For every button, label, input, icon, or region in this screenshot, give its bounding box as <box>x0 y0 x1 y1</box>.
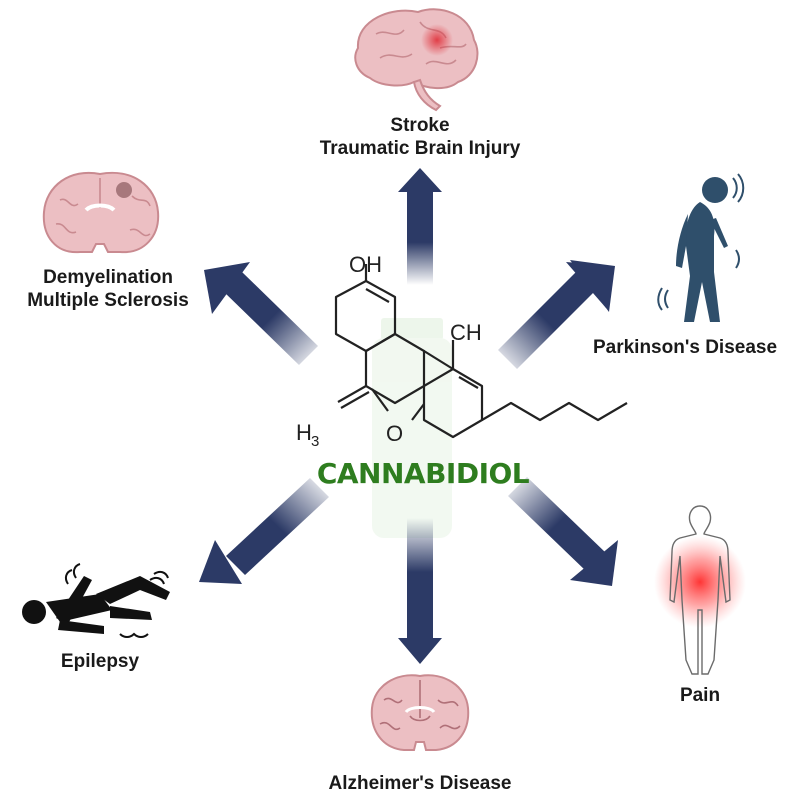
label-pain-line1: Pain <box>679 685 721 706</box>
label-demyelination-line1: Demyelination <box>43 267 173 288</box>
arrow-up-left <box>204 262 318 365</box>
label-demyelination: Demyelination Multiple Sclerosis <box>8 266 208 312</box>
label-parkinsons: Parkinson's Disease <box>580 336 790 359</box>
stooped-person-icon <box>657 173 745 322</box>
label-alzheimers: Alzheimer's Disease <box>320 772 520 795</box>
brain-coronal-lesion-icon <box>42 171 160 254</box>
arrow-down <box>398 518 442 664</box>
body-pain-icon <box>654 505 746 675</box>
label-stroke: Stroke Traumatic Brain Injury <box>300 114 540 160</box>
svg-text:O: O <box>386 421 403 446</box>
svg-text:CH: CH <box>450 320 482 345</box>
seizure-person-icon <box>22 563 170 638</box>
label-pain: Pain <box>660 684 740 707</box>
label-demyelination-line2: Multiple Sclerosis <box>27 290 189 311</box>
molecule-labels: OH CH O H 3 <box>296 252 482 450</box>
arrow-up <box>398 168 442 285</box>
label-stroke-line2: Traumatic Brain Injury <box>319 138 521 159</box>
svg-text:3: 3 <box>311 433 319 450</box>
arrow-up-right <box>498 260 615 369</box>
label-parkinsons-line1: Parkinson's Disease <box>592 337 778 358</box>
cannabidiol-title: CANNABIDIOL <box>316 457 530 490</box>
arrow-down-right <box>508 477 618 586</box>
svg-text:OH: OH <box>349 252 382 277</box>
label-epilepsy: Epilepsy <box>40 650 160 673</box>
label-alzheimers-line1: Alzheimer's Disease <box>328 773 512 794</box>
cannabidiol-structure <box>334 264 628 439</box>
brain-section-icon <box>370 674 470 751</box>
label-stroke-line1: Stroke <box>390 115 450 136</box>
label-epilepsy-line1: Epilepsy <box>60 651 140 672</box>
arrow-down-left <box>199 478 329 584</box>
bottle-watermark <box>372 318 452 538</box>
svg-text:H: H <box>296 420 312 445</box>
brain-lesion-icon <box>354 8 479 112</box>
